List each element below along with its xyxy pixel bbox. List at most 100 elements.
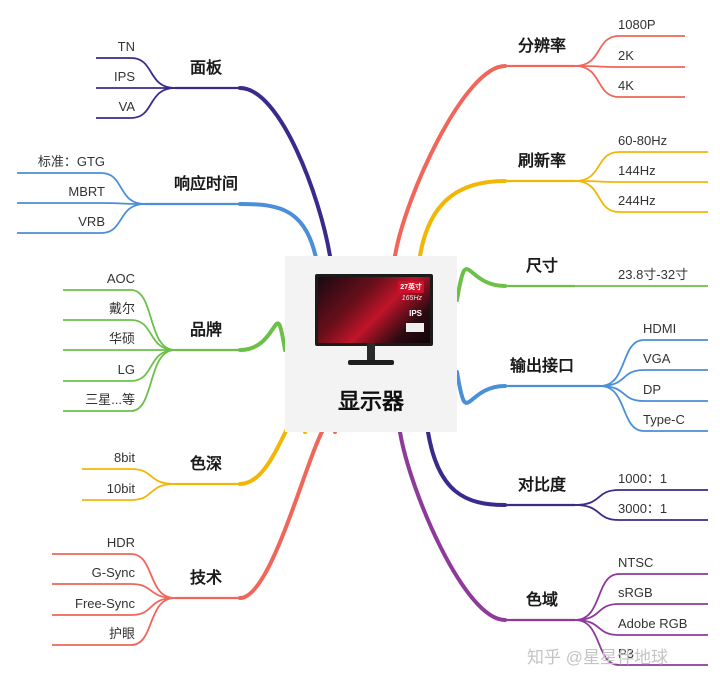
- branch-output-ports-child-connector: [599, 385, 708, 402]
- branch-refresh-rate-label: 刷新率: [518, 151, 566, 170]
- branch-technology-label: 技术: [190, 568, 222, 587]
- branch-resolution-connector: [393, 64, 507, 258]
- branch-brand-child[interactable]: LG: [118, 362, 135, 377]
- monitor-screen: 27英寸 165Hz IPS: [315, 274, 433, 346]
- branch-panel-label: 面板: [190, 58, 223, 77]
- branch-refresh-rate-child[interactable]: 244Hz: [618, 193, 656, 208]
- branch-color-gamut[interactable]: 色域 NTSC sRGB Adobe RGB P3: [398, 430, 708, 666]
- branch-brand-child-connector: [63, 319, 176, 351]
- branch-size-connector: [455, 267, 507, 302]
- branch-panel-child[interactable]: TN: [118, 39, 135, 54]
- branch-response-time-connector: [238, 202, 320, 270]
- central-topic[interactable]: 27英寸 165Hz IPS 显示器: [285, 256, 457, 432]
- branch-response-time-child-connector: [17, 202, 146, 205]
- branch-color-gamut-child-connector: [574, 619, 708, 666]
- branch-resolution[interactable]: 分辨率 1080P 2K 4K: [393, 17, 685, 258]
- branch-panel-child[interactable]: VA: [119, 99, 136, 114]
- branch-output-ports-connector: [455, 370, 507, 405]
- branch-brand-child[interactable]: 戴尔: [109, 301, 135, 316]
- branch-contrast-child[interactable]: 1000：1: [618, 471, 667, 486]
- branch-technology-child[interactable]: G-Sync: [92, 565, 136, 580]
- branch-color-gamut-child-connector: [574, 603, 708, 621]
- branch-contrast-connector: [426, 430, 507, 507]
- branch-technology-child-connector: [52, 597, 176, 646]
- screen-size-badge: 27英寸: [398, 281, 424, 293]
- branch-color-depth-child-connector: [82, 483, 176, 501]
- monitor-stand-neck: [367, 343, 375, 361]
- branch-output-ports-child[interactable]: DP: [643, 382, 661, 397]
- branch-color-depth-label: 色深: [190, 454, 222, 473]
- branch-color-gamut-child[interactable]: Adobe RGB: [618, 616, 687, 631]
- branch-resolution-child-connector: [574, 35, 685, 67]
- branch-output-ports-child[interactable]: HDMI: [643, 321, 676, 336]
- branch-resolution-child[interactable]: 1080P: [618, 17, 656, 32]
- branch-size-label: 尺寸: [526, 256, 558, 275]
- branch-size-child[interactable]: 23.8寸-32寸: [618, 267, 688, 282]
- branch-color-depth-child[interactable]: 8bit: [114, 450, 135, 465]
- branch-response-time-child[interactable]: 标准：GTG: [38, 154, 105, 169]
- branch-response-time-child[interactable]: MBRT: [68, 184, 105, 199]
- screen-refresh-text: 165Hz: [401, 295, 422, 302]
- branch-panel-child[interactable]: IPS: [114, 69, 135, 84]
- branch-panel-child-connector: [96, 57, 176, 89]
- branch-refresh-rate[interactable]: 刷新率 60-80Hz 144Hz 244Hz: [418, 133, 708, 258]
- central-topic-title: 显示器: [337, 389, 404, 414]
- branch-contrast-child[interactable]: 3000：1: [618, 501, 667, 516]
- branch-brand-label: 品牌: [190, 320, 222, 339]
- branch-response-time-child[interactable]: VRB: [78, 214, 105, 229]
- branch-brand-child[interactable]: 三星...等: [85, 392, 135, 407]
- branch-color-depth[interactable]: 色深 8bit 10bit: [82, 412, 307, 501]
- branch-contrast-child-connector: [574, 489, 708, 506]
- branch-refresh-rate-child[interactable]: 60-80Hz: [618, 133, 667, 148]
- branch-color-depth-child-connector: [82, 468, 176, 485]
- branch-refresh-rate-child-connector: [574, 180, 708, 213]
- branch-contrast-label: 对比度: [518, 475, 567, 494]
- branch-resolution-label: 分辨率: [518, 36, 566, 55]
- branch-color-gamut-child-connector: [574, 573, 708, 621]
- branch-brand-child-connector: [63, 289, 176, 351]
- branch-response-time-label: 响应时间: [174, 174, 238, 193]
- screen-ips-text: IPS: [409, 309, 422, 318]
- branch-output-ports[interactable]: 输出接口 HDMI VGA DP Type-C: [455, 321, 708, 432]
- branch-output-ports-child-connector: [599, 385, 708, 432]
- branch-refresh-rate-connector: [418, 179, 507, 258]
- branch-panel-connector: [238, 86, 332, 258]
- branch-contrast[interactable]: 对比度 1000：1 3000：1: [426, 430, 708, 521]
- branch-color-gamut-child[interactable]: P3: [618, 646, 634, 661]
- branch-refresh-rate-child[interactable]: 144Hz: [618, 163, 656, 178]
- branch-technology-child-connector: [52, 553, 176, 599]
- branch-refresh-rate-child-connector: [574, 180, 708, 183]
- branch-color-gamut-child[interactable]: NTSC: [618, 555, 653, 570]
- branch-response-time-child-connector: [17, 203, 146, 234]
- branch-panel[interactable]: 面板 TN IPS VA: [96, 39, 332, 258]
- branch-size[interactable]: 尺寸 23.8寸-32寸: [455, 256, 708, 302]
- branch-output-ports-label: 输出接口: [510, 356, 574, 375]
- branch-color-gamut-child[interactable]: sRGB: [618, 585, 653, 600]
- branch-refresh-rate-child-connector: [574, 151, 708, 182]
- branch-technology-child[interactable]: 护眼: [109, 626, 135, 641]
- branch-technology-child-connector: [52, 597, 176, 616]
- branch-output-ports-child-connector: [599, 339, 708, 387]
- branch-resolution-child-connector: [574, 65, 685, 68]
- branch-resolution-child[interactable]: 4K: [618, 78, 634, 93]
- branch-resolution-child[interactable]: 2K: [618, 48, 634, 63]
- branch-response-time-child-connector: [17, 172, 146, 205]
- branch-brand-child-connector: [63, 349, 176, 412]
- screen-sticker: [406, 323, 424, 332]
- branch-technology-child[interactable]: HDR: [107, 535, 135, 550]
- branch-technology-child-connector: [52, 583, 176, 599]
- branch-response-time[interactable]: 响应时间 标准：GTG MBRT VRB: [17, 154, 320, 270]
- branch-color-gamut-label: 色域: [526, 590, 558, 609]
- branch-resolution-child-connector: [574, 65, 685, 98]
- branch-brand-child[interactable]: 华硕: [109, 331, 135, 346]
- branch-panel-child-connector: [96, 87, 176, 119]
- branch-output-ports-child[interactable]: VGA: [643, 351, 671, 366]
- branch-technology-child[interactable]: Free-Sync: [75, 596, 135, 611]
- branch-color-depth-child[interactable]: 10bit: [107, 481, 136, 496]
- branch-brand-child[interactable]: AOC: [107, 271, 135, 286]
- branch-color-gamut-child-connector: [574, 619, 708, 636]
- branch-output-ports-child[interactable]: Type-C: [643, 412, 685, 427]
- watermark: 知乎 @星星伴地球: [527, 648, 668, 667]
